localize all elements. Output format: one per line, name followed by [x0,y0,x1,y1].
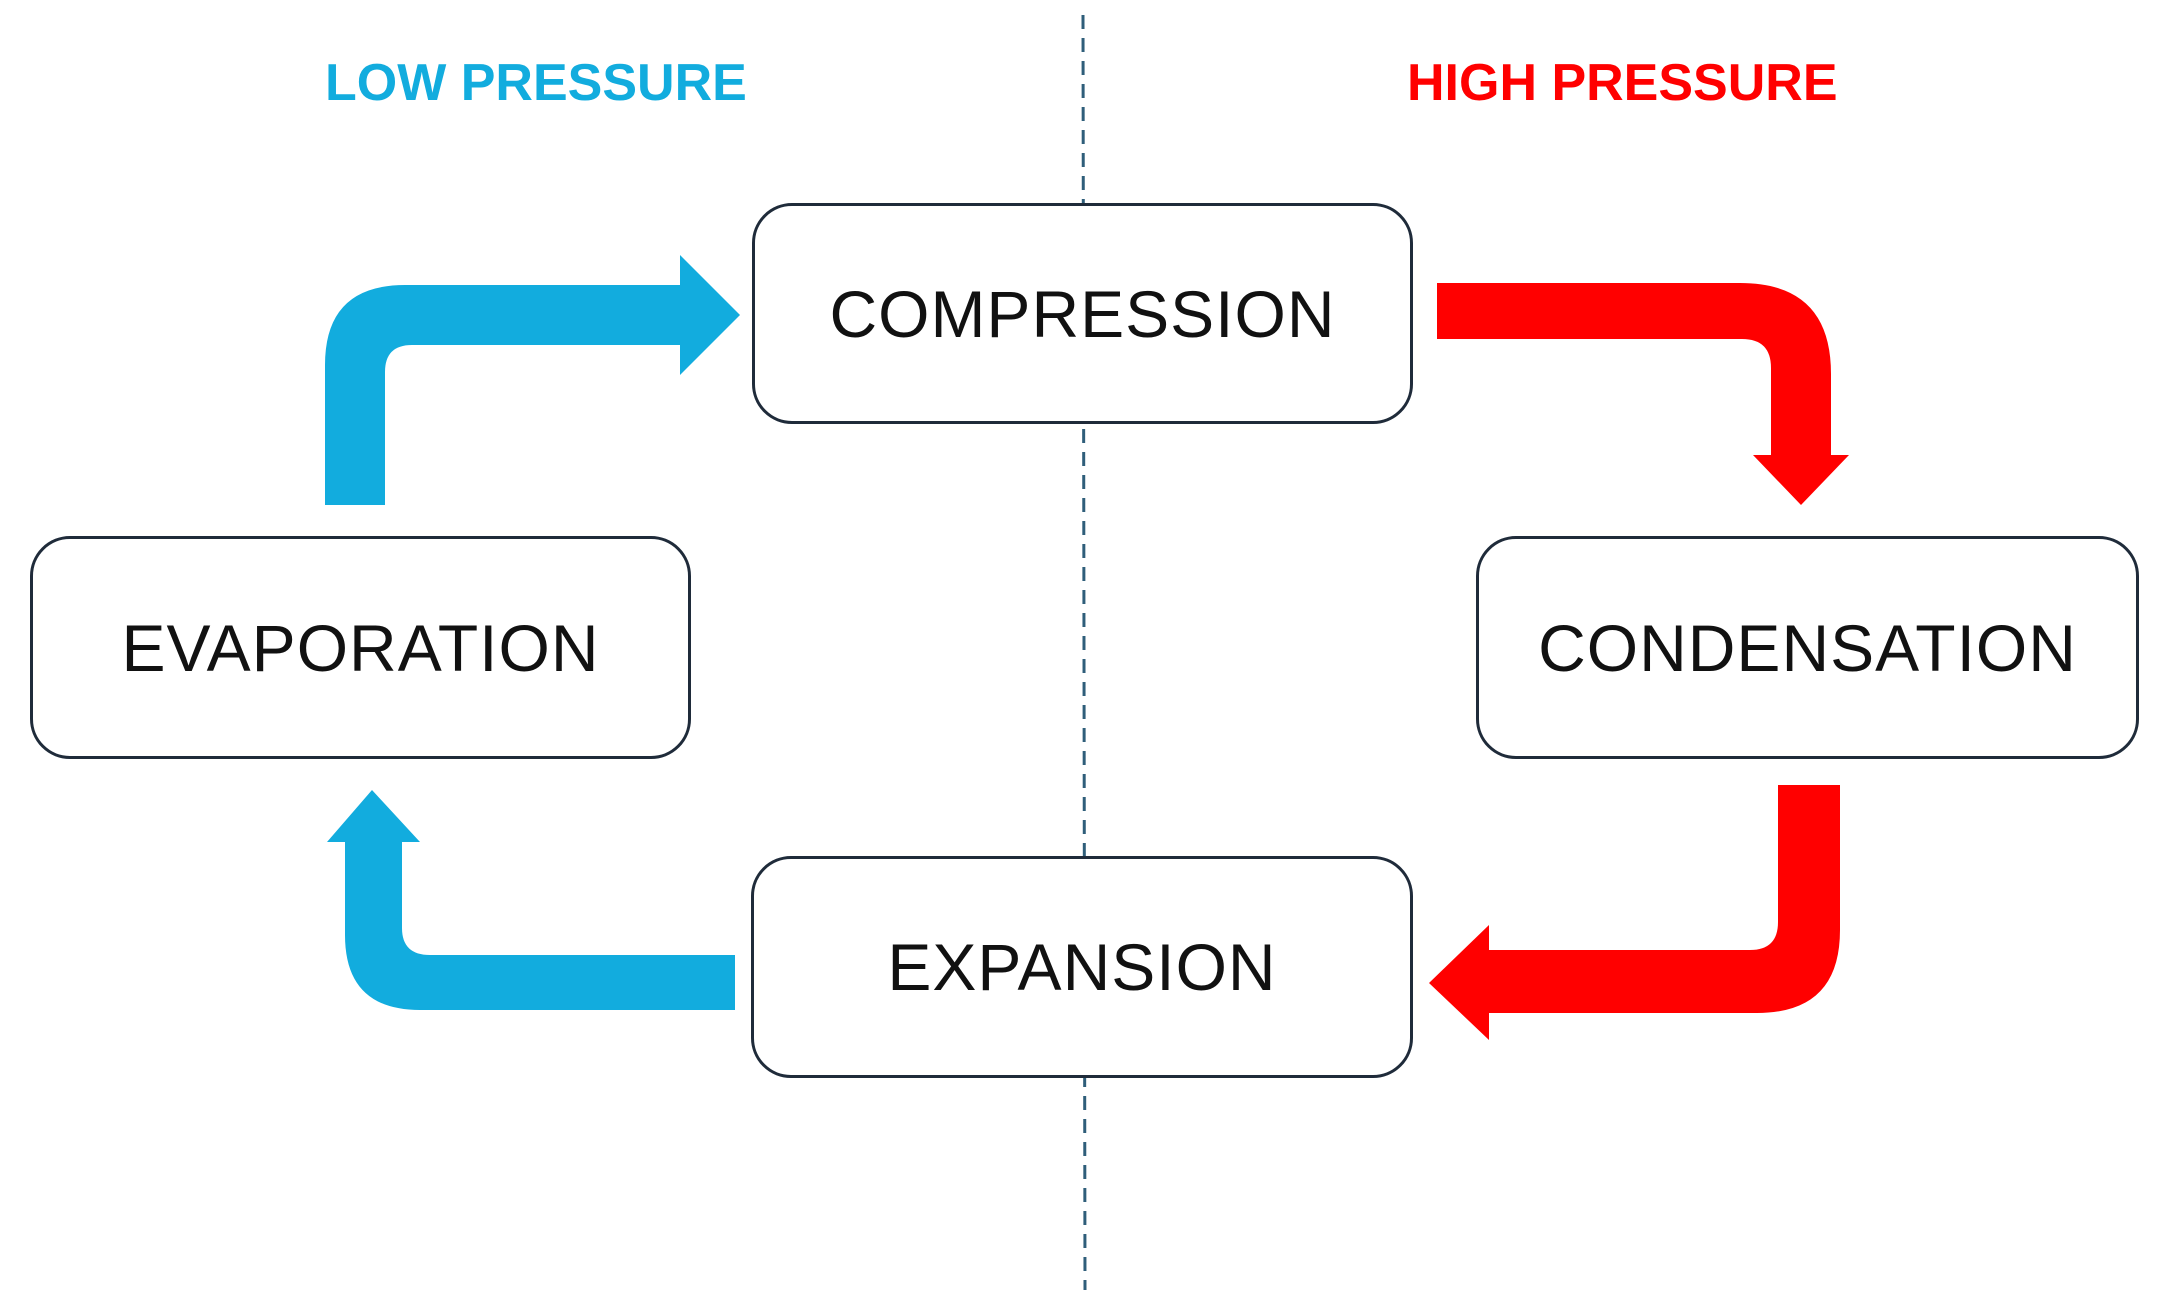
high-pressure-label: HIGH PRESSURE [1407,54,1838,112]
stage-evaporation-label: EVAPORATION [121,610,600,685]
stage-expansion-box: EXPANSION [751,856,1413,1078]
stage-evaporation-box: EVAPORATION [30,536,691,759]
stage-expansion-label: EXPANSION [887,930,1277,1004]
stage-compression-box: COMPRESSION [752,203,1413,424]
arrow-condensation-to-expansion [1429,785,1840,1040]
stage-compression-label: COMPRESSION [829,276,1336,351]
low-pressure-label: LOW PRESSURE [325,54,747,112]
arrow-expansion-to-evaporation [327,790,735,1010]
arrow-evaporation-to-compression [325,255,740,505]
stage-condensation-label: CONDENSATION [1538,610,2077,685]
arrow-compression-to-condensation [1437,283,1849,505]
stage-condensation-box: CONDENSATION [1476,536,2139,759]
